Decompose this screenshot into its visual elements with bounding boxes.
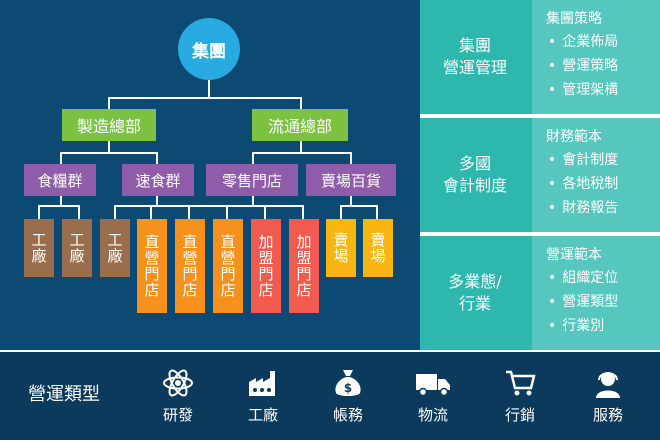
division-manufacturing: 製造總部 xyxy=(62,109,156,141)
operation-logistics: 物流 xyxy=(403,366,463,425)
unit-direct-store: 直營門店 xyxy=(175,219,205,313)
operation-marketing: 行銷 xyxy=(490,366,550,425)
atom-icon xyxy=(163,369,193,397)
side-block-item: 管理架構 xyxy=(548,78,618,102)
operation-service: 服務 xyxy=(578,366,638,425)
side-block-item: 財務報告 xyxy=(548,196,618,220)
operation-rnd: 研發 xyxy=(148,366,208,425)
group-retail-stores: 零售門店 xyxy=(206,164,298,196)
operation-label: 帳務 xyxy=(332,406,363,424)
side-block-item: 營運類型 xyxy=(548,290,618,314)
unit-mall: 賣場 xyxy=(326,219,356,277)
side-block-item: 營運策略 xyxy=(548,54,618,78)
unit-factory: 工廠 xyxy=(100,219,130,277)
side-block-title: 集團營運管理 xyxy=(442,36,507,77)
side-block-heading: 集團策略 xyxy=(546,11,602,27)
side-block-item: 企業佈局 xyxy=(548,30,618,54)
side-block-multi-format: 多業態/行業 營運範本 組織定位 營運類型 行業別 xyxy=(420,236,660,350)
org-root-node: 集團 xyxy=(178,18,240,80)
operation-label: 物流 xyxy=(417,406,448,424)
division-distribution: 流通總部 xyxy=(252,109,348,141)
factory-icon xyxy=(249,371,275,396)
side-block-detail: 財務範本 會計制度 各地稅制 財務報告 xyxy=(532,118,660,232)
side-block-item: 組織定位 xyxy=(548,266,618,290)
side-block-title: 多業態/行業 xyxy=(448,272,502,313)
operation-label: 服務 xyxy=(592,406,623,424)
side-block-title: 多國會計制度 xyxy=(442,154,507,195)
unit-franchise-store: 加盟門店 xyxy=(251,219,281,313)
truck-icon xyxy=(416,374,450,397)
side-block-detail: 營運範本 組織定位 營運類型 行業別 xyxy=(532,236,660,350)
operation-accounting: $ 帳務 xyxy=(318,366,378,425)
unit-direct-store: 直營門店 xyxy=(213,219,243,313)
operations-title: 營運類型 xyxy=(28,384,100,405)
cart-icon xyxy=(506,370,536,396)
operation-label: 研發 xyxy=(162,406,193,424)
unit-factory: 工廠 xyxy=(24,219,54,277)
unit-factory: 工廠 xyxy=(62,219,92,277)
unit-franchise-store: 加盟門店 xyxy=(289,219,319,313)
side-block-item: 各地稅制 xyxy=(548,172,618,196)
unit-mall: 賣場 xyxy=(363,219,393,277)
side-block-detail: 集團策略 企業佈局 營運策略 管理架構 xyxy=(532,0,660,114)
side-block-item: 會計制度 xyxy=(548,148,618,172)
operations-bar xyxy=(0,352,660,440)
side-block-heading: 營運範本 xyxy=(546,247,602,263)
unit-direct-store: 直營門店 xyxy=(137,219,167,313)
svg-text:$: $ xyxy=(344,381,352,395)
operation-label: 行銷 xyxy=(504,406,535,424)
group-fastfood: 速食群 xyxy=(122,164,194,196)
group-mall-department: 賣場百貨 xyxy=(306,164,396,196)
side-block-item: 行業別 xyxy=(548,314,618,338)
side-block-heading: 財務範本 xyxy=(546,129,602,145)
group-grain: 食糧群 xyxy=(24,164,96,196)
support-agent-icon xyxy=(596,372,620,398)
operation-label: 工廠 xyxy=(247,406,278,424)
money-bag-icon: $ xyxy=(335,370,361,396)
operation-factory: 工廠 xyxy=(233,366,293,425)
